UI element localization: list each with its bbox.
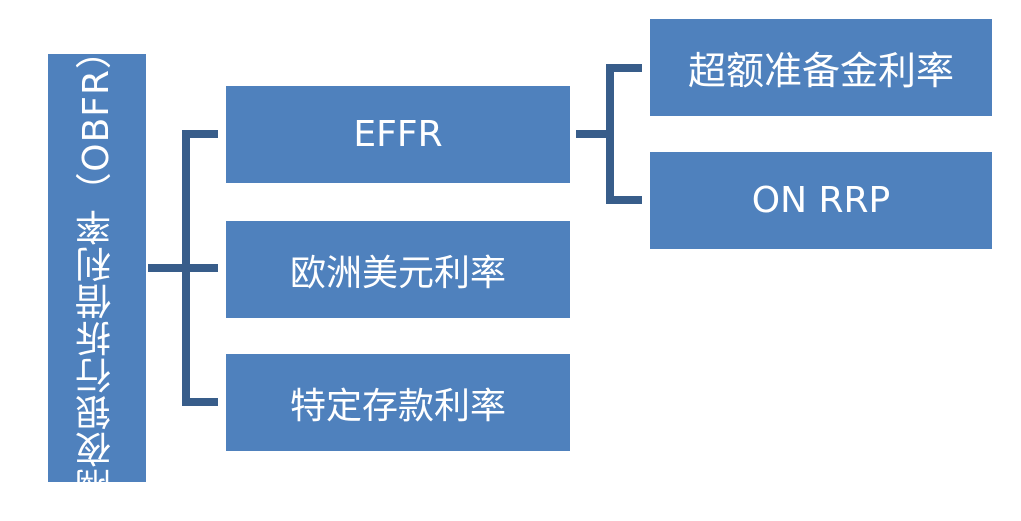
connector-root-to-level1	[148, 130, 218, 406]
connector-effr-to-level2	[576, 64, 642, 204]
node-specific-deposit-rate: 特定存款利率	[226, 354, 570, 451]
node-eurodollar-rate-label: 欧洲美元利率	[289, 252, 506, 294]
node-specific-deposit-rate-label: 特定存款利率	[289, 385, 506, 427]
root-node-obfr: 隔夜银行拆借利率（OBFR）	[48, 32, 146, 504]
node-excess-reserve-rate-label: 超额准备金利率	[687, 49, 954, 93]
node-on-rrp-label: ON RRP	[751, 180, 891, 221]
node-effr-label: EFFR	[353, 114, 443, 155]
node-effr: EFFR	[226, 86, 570, 183]
node-eurodollar-rate: 欧洲美元利率	[226, 221, 570, 318]
node-on-rrp: ON RRP	[650, 152, 992, 249]
root-node-label: 隔夜银行拆借利率（OBFR）	[76, 31, 117, 505]
node-excess-reserve-rate: 超额准备金利率	[650, 19, 992, 116]
